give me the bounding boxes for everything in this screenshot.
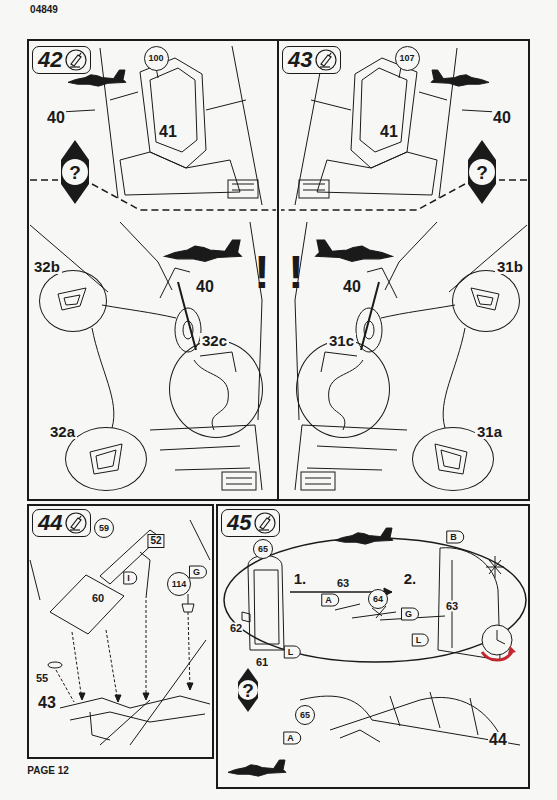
step-badge: 43	[282, 46, 341, 74]
part-number: 40	[195, 279, 215, 295]
step-badge: 45	[221, 509, 280, 537]
part-number: 55	[35, 673, 49, 684]
part-number: 41	[158, 124, 178, 140]
part-number: 52	[147, 534, 164, 548]
part-number: 65	[300, 711, 310, 720]
part-number: 40	[46, 110, 66, 126]
part-number: 65	[258, 545, 268, 554]
decal-flag: A	[283, 732, 301, 745]
sequence-number: 2.	[404, 571, 417, 586]
part-number: 40	[342, 279, 362, 295]
step-number: 45	[227, 510, 251, 535]
decal-flag: L	[412, 634, 429, 647]
step-number: 44	[38, 510, 62, 535]
detail-label: 31a	[475, 424, 504, 439]
decal-flag: G	[401, 608, 419, 621]
step-badge: 42	[32, 46, 91, 74]
step-number: 43	[288, 47, 312, 72]
decal-flag: B	[446, 531, 464, 544]
part-code: 04849	[30, 5, 58, 15]
part-circle: 65	[295, 705, 315, 725]
glue-icon	[65, 49, 87, 71]
part-number: 59	[99, 524, 109, 533]
detail-circle: 32a	[65, 427, 147, 491]
detail-label: 32b	[32, 259, 62, 274]
part-circle: 59	[94, 518, 114, 538]
detail-circle: 31a	[412, 427, 494, 491]
page-number: PAGE 12	[27, 766, 69, 776]
part-circle: 114	[167, 572, 191, 596]
glue-icon	[254, 512, 276, 534]
detail-circle: 31b	[452, 270, 520, 332]
part-number: 64	[373, 595, 383, 604]
part-circle: 65	[253, 539, 273, 559]
attention-mark: !	[254, 249, 269, 295]
part-number: 63	[445, 601, 459, 612]
option-mark: ?	[476, 163, 488, 182]
detail-circle: 31c	[296, 340, 390, 438]
part-number: 44	[488, 732, 508, 748]
detail-circle: 32c	[169, 340, 263, 438]
detail-label: 31b	[495, 259, 525, 274]
sequence-number: 1.	[294, 571, 307, 586]
part-number: 62	[229, 623, 243, 634]
glue-icon	[315, 49, 337, 71]
part-number: 114	[172, 580, 187, 589]
detail-circle: 32b	[39, 270, 107, 332]
part-number: 40	[492, 110, 512, 126]
part-number: 43	[37, 695, 57, 711]
detail-label: 31c	[327, 333, 356, 348]
option-mark: ?	[242, 681, 254, 700]
detail-label: 32a	[48, 424, 77, 439]
part-number: 63	[336, 578, 350, 589]
part-number: 60	[91, 593, 105, 604]
part-number: 107	[399, 54, 414, 63]
step-badge: 44	[32, 509, 91, 537]
decal-flag: A	[321, 594, 339, 607]
part-number: 100	[148, 54, 163, 63]
decal-flag: G	[189, 566, 207, 579]
part-circle: 64	[368, 589, 388, 609]
attention-mark: !	[288, 249, 303, 295]
part-number: 61	[255, 657, 269, 668]
glue-icon	[65, 512, 87, 534]
part-circle: 107	[395, 46, 420, 71]
decal-flag: I	[123, 572, 137, 585]
part-number: 41	[379, 124, 399, 140]
decal-flag: L	[284, 646, 301, 659]
detail-label: 32c	[200, 333, 229, 348]
part-circle: 100	[144, 46, 169, 71]
option-mark: ?	[69, 163, 81, 182]
step-number: 42	[38, 47, 62, 72]
